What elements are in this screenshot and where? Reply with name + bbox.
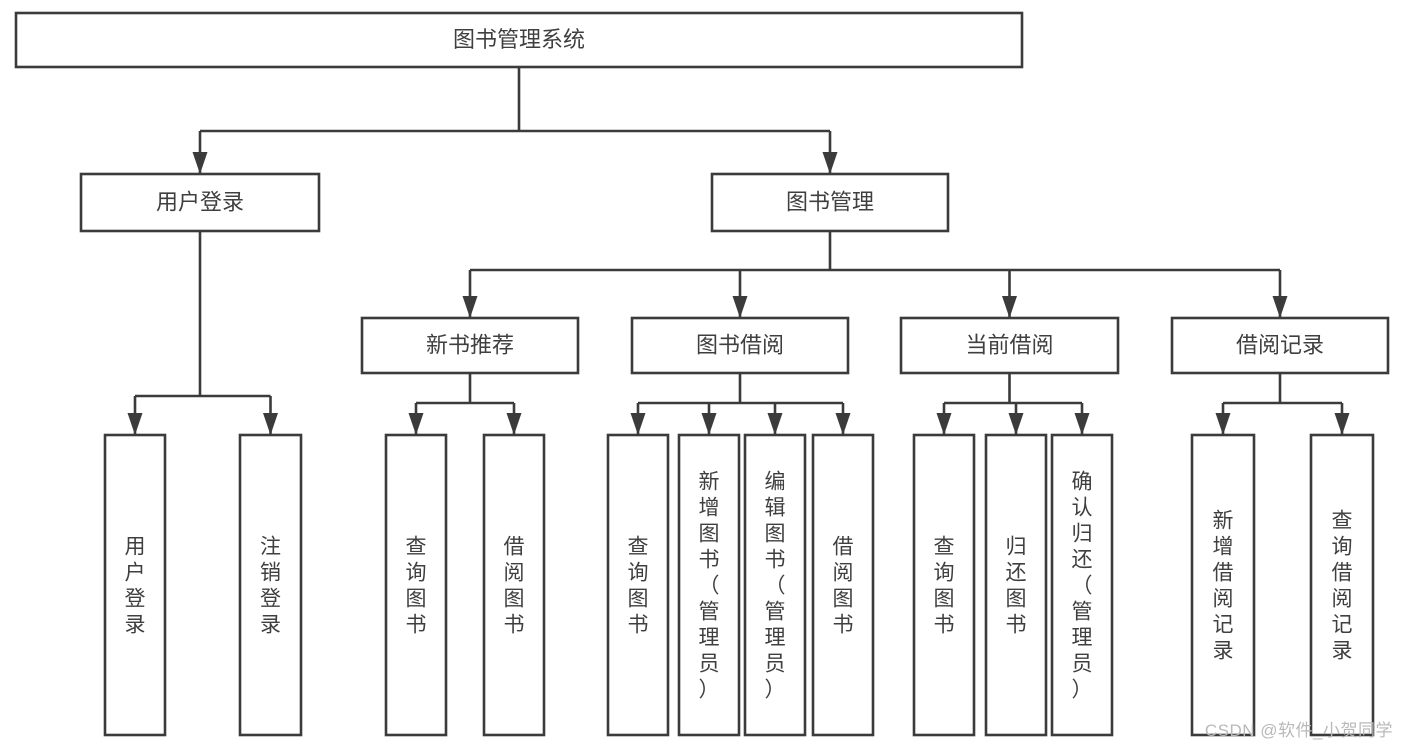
node-leaf-return-book-box	[984, 433, 1048, 737]
node-leaf-query-book-1[interactable]: 查询图书	[384, 433, 448, 737]
node-leaf-query-book-1-label: 查询图书	[406, 535, 427, 636]
node-root-label: 图书管理系统	[453, 27, 585, 52]
node-leaf-query-book-1-box	[384, 433, 448, 737]
node-borrow-record-label: 借阅记录	[1236, 332, 1324, 357]
node-borrow-record[interactable]: 借阅记录	[1170, 316, 1390, 375]
node-user-login[interactable]: 用户登录	[79, 172, 321, 233]
node-book-manage[interactable]: 图书管理	[710, 172, 950, 233]
connectors-layer	[127, 67, 1350, 435]
arrow-head-leaf-add-record	[1215, 413, 1231, 435]
node-leaf-user-login[interactable]: 用户登录	[103, 433, 167, 737]
arrow-head-new-book-recommend	[462, 296, 478, 318]
node-leaf-user-login-label: 用户登录	[125, 535, 146, 636]
arrow-head-book-manage	[822, 152, 838, 174]
node-leaf-add-book[interactable]: 新增图书（管理员）	[677, 433, 741, 737]
node-leaf-query-book-2-label: 查询图书	[628, 535, 649, 636]
node-current-borrow-label: 当前借阅	[965, 332, 1053, 357]
node-current-borrow[interactable]: 当前借阅	[899, 316, 1120, 375]
node-leaf-borrow-book-1[interactable]: 借阅图书	[482, 433, 546, 737]
node-new-book-recommend-box	[360, 316, 580, 375]
node-leaf-query-record[interactable]: 查询借阅记录	[1309, 433, 1375, 737]
node-book-manage-box	[710, 172, 950, 233]
node-leaf-add-book-box	[677, 433, 741, 737]
arrow-head-leaf-return-book	[1008, 413, 1024, 435]
node-leaf-confirm-return[interactable]: 确认归还（管理员）	[1050, 433, 1114, 737]
arrow-head-leaf-query-book-2	[630, 413, 646, 435]
node-leaf-edit-book-box	[743, 433, 807, 737]
node-leaf-logout-box	[238, 433, 303, 737]
arrow-head-leaf-confirm-return	[1074, 413, 1090, 435]
node-leaf-query-book-2[interactable]: 查询图书	[606, 433, 670, 737]
arrow-head-current-borrow	[1002, 296, 1017, 318]
node-leaf-add-record-label: 新增借阅记录	[1213, 509, 1234, 662]
node-root-box	[14, 11, 1024, 69]
node-leaf-edit-book[interactable]: 编辑图书（管理员）	[743, 433, 807, 737]
node-leaf-logout[interactable]: 注销登录	[238, 433, 303, 737]
node-current-borrow-box	[899, 316, 1120, 375]
node-book-borrow-label: 图书借阅	[696, 332, 784, 357]
arrow-head-leaf-user-login	[127, 413, 143, 435]
node-leaf-confirm-return-box	[1050, 433, 1114, 737]
node-leaf-query-record-box	[1309, 433, 1375, 737]
arrow-head-borrow-record	[1272, 296, 1288, 318]
arrow-head-leaf-add-book	[701, 413, 717, 435]
node-new-book-recommend[interactable]: 新书推荐	[360, 316, 580, 375]
node-leaf-borrow-book-1-box	[482, 433, 546, 737]
node-new-book-recommend-label: 新书推荐	[426, 332, 514, 357]
arrow-head-leaf-borrow-book-2	[835, 413, 851, 435]
node-root[interactable]: 图书管理系统	[14, 11, 1024, 69]
node-user-login-box	[79, 172, 321, 233]
node-leaf-add-record-box	[1190, 433, 1256, 737]
arrow-head-book-borrow	[732, 296, 748, 318]
arrow-head-leaf-query-book-1	[408, 413, 424, 435]
node-leaf-return-book[interactable]: 归还图书	[984, 433, 1048, 737]
node-leaf-return-book-label: 归还图书	[1006, 535, 1027, 636]
watermark-label: CSDN @软件_小贺同学	[1204, 721, 1393, 740]
node-leaf-query-book-3-label: 查询图书	[934, 535, 955, 636]
node-leaf-query-book-2-box	[606, 433, 670, 737]
nodes-layer: 图书管理系统用户登录图书管理新书推荐图书借阅当前借阅借阅记录用户登录注销登录查询…	[14, 11, 1390, 737]
arrow-head-user-login	[192, 152, 208, 174]
node-leaf-add-book-label: 新增图书（管理员）	[699, 470, 720, 701]
node-leaf-edit-book-label: 编辑图书（管理员）	[765, 470, 786, 701]
node-leaf-borrow-book-2[interactable]: 借阅图书	[811, 433, 875, 737]
arrow-head-leaf-query-book-3	[936, 413, 952, 435]
node-leaf-query-book-3-box	[912, 433, 976, 737]
arrow-head-leaf-borrow-book-1	[506, 413, 522, 435]
node-leaf-confirm-return-label: 确认归还（管理员）	[1072, 470, 1093, 701]
arrow-head-leaf-logout	[263, 413, 278, 435]
node-leaf-borrow-book-2-label: 借阅图书	[833, 535, 854, 636]
arrow-head-leaf-edit-book	[767, 413, 783, 435]
node-user-login-label: 用户登录	[156, 189, 244, 214]
node-book-manage-label: 图书管理	[786, 189, 874, 214]
node-leaf-query-record-label: 查询借阅记录	[1332, 509, 1353, 662]
node-leaf-borrow-book-1-label: 借阅图书	[504, 535, 525, 636]
node-leaf-add-record[interactable]: 新增借阅记录	[1190, 433, 1256, 737]
node-book-borrow[interactable]: 图书借阅	[630, 316, 850, 375]
node-leaf-borrow-book-2-box	[811, 433, 875, 737]
arrow-head-leaf-query-record	[1334, 413, 1350, 435]
node-leaf-query-book-3[interactable]: 查询图书	[912, 433, 976, 737]
node-leaf-user-login-box	[103, 433, 167, 737]
node-borrow-record-box	[1170, 316, 1390, 375]
node-leaf-logout-label: 注销登录	[260, 535, 281, 636]
node-book-borrow-box	[630, 316, 850, 375]
